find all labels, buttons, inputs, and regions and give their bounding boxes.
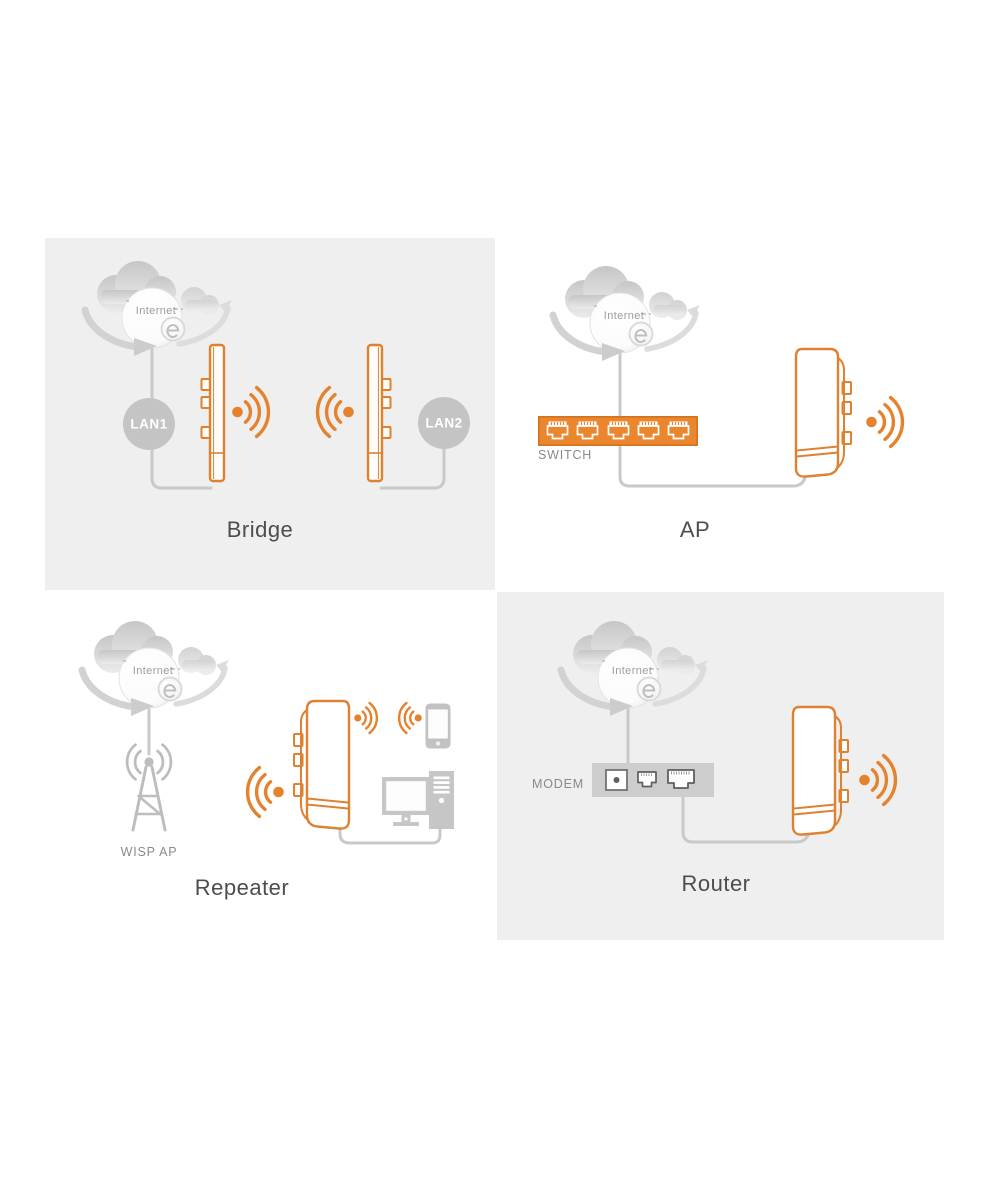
panel-repeater: Internet WISP AP Repeater xyxy=(45,592,495,940)
modem-icon xyxy=(591,762,715,798)
cable-line xyxy=(147,704,442,845)
ap-diagram xyxy=(497,238,905,488)
wifi-signal-left-icon xyxy=(245,765,286,819)
panel-router: Internet MODEM Router xyxy=(497,592,944,940)
switch-icon xyxy=(539,417,697,445)
cpe-device-icon xyxy=(292,699,351,830)
cable-line xyxy=(618,348,807,488)
repeater-diagram xyxy=(45,592,454,845)
cable-line xyxy=(150,346,446,490)
internet-cloud-icon xyxy=(82,621,229,716)
cable-line xyxy=(626,706,811,844)
internet-cloud-icon xyxy=(553,266,700,361)
cpe-device-right-icon xyxy=(366,343,392,483)
cpe-device-icon xyxy=(794,347,853,478)
desktop-computer-icon xyxy=(382,771,454,829)
bridge-diagram xyxy=(45,238,470,490)
lan1-node-circle xyxy=(123,398,175,450)
internet-cloud-icon xyxy=(561,621,708,716)
cpe-device-icon xyxy=(791,705,850,836)
panel-ap: Internet SWITCH AP xyxy=(497,238,944,590)
internet-cloud-icon xyxy=(85,261,232,356)
lan2-node-circle xyxy=(418,397,470,449)
router-diagram xyxy=(497,592,898,844)
wisp-tower-icon xyxy=(125,743,173,832)
cpe-device-left-icon xyxy=(200,343,226,483)
phone-icon xyxy=(425,703,451,749)
wifi-signal-icon xyxy=(857,753,898,807)
wifi-signal-right-icon xyxy=(230,385,271,439)
wifi-signal-icon xyxy=(864,395,905,449)
panel-bridge: Internet LAN1 LAN2 Bridge xyxy=(45,238,495,590)
wifi-signal-left-icon xyxy=(315,385,356,439)
wifi-signal-from-phone-icon xyxy=(397,701,423,735)
wifi-signal-to-phone-icon xyxy=(353,701,379,735)
